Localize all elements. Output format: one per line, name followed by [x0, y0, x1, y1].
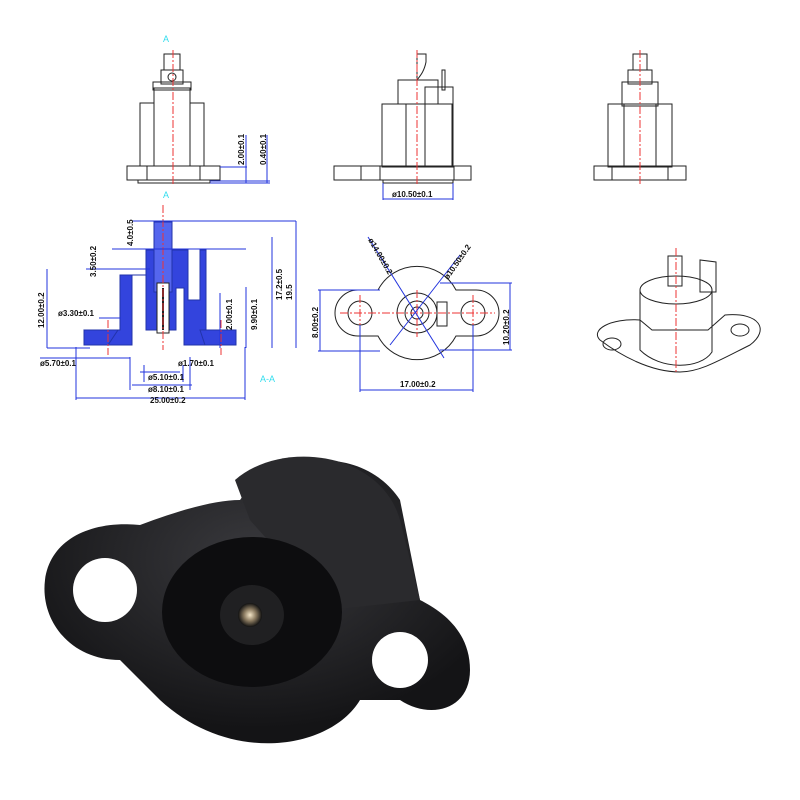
- top-view: ø14.00±0.2 ø10.50±0.2 8.00±0.2 10.20±0.2…: [311, 237, 512, 392]
- product-photo: [44, 456, 471, 744]
- section-label-bottom: A: [163, 190, 169, 200]
- dim-hole-dia: ø3.30±0.1: [58, 309, 95, 318]
- side-view: ø10.50±0.1: [333, 50, 472, 200]
- dim-countersink-dia: ø5.70±0.1: [40, 359, 77, 368]
- isometric-view: [597, 248, 761, 373]
- dim-terminal-height: 17.2±0.5: [275, 268, 284, 300]
- dim-flange-od: ø14.00±0.2: [366, 237, 394, 277]
- dim-flange-width: 8.00±0.2: [311, 306, 320, 338]
- dim-hole-spacing: 17.00±0.2: [400, 380, 436, 389]
- section-view-label: A-A: [260, 374, 275, 384]
- dim-contact-height: 2.00±0.1: [225, 298, 234, 330]
- mount-hole-left: [73, 558, 137, 622]
- section-view-a-a: 4.0±0.5 3.50±0.2 12.00±0.2 ø3.30±0.1 ø5.…: [37, 205, 297, 405]
- front-view: A 2.00±0.1 0.40±0.1 A: [126, 34, 270, 200]
- dim-outer-dia: ø8.10±0.1: [148, 385, 185, 394]
- center-pin: [238, 603, 262, 627]
- dim-overall-height: 19.5: [285, 284, 294, 300]
- dim-inner-height: 9.90±0.1: [250, 298, 259, 330]
- dim-front-step: 0.40±0.1: [259, 133, 268, 165]
- dim-inner-dia: ø5.10±0.1: [148, 373, 185, 382]
- dim-overall-width: 25.00±0.2: [150, 396, 186, 405]
- rear-view: [593, 50, 687, 185]
- section-label-top: A: [163, 34, 169, 44]
- dim-front-flange-thickness: 2.00±0.1: [237, 133, 246, 165]
- dim-step-height: 3.50±0.2: [89, 245, 98, 277]
- dim-body-height: 12.00±0.2: [37, 292, 46, 328]
- dim-side-base-dia: ø10.50±0.1: [392, 190, 433, 199]
- dim-pin-dia: ø1.70±0.1: [178, 359, 215, 368]
- dim-body-od: ø10.50±0.2: [442, 242, 473, 281]
- dim-body-width: 10.20±0.2: [502, 309, 511, 345]
- dim-pin-top: 4.0±0.5: [126, 219, 135, 246]
- mount-hole-right: [372, 632, 428, 688]
